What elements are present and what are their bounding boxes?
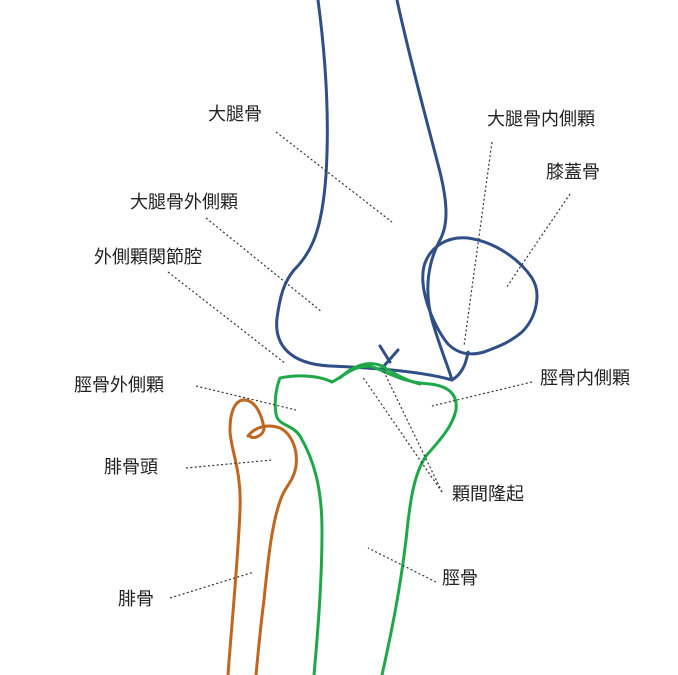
leader-lines bbox=[167, 131, 571, 599]
leader-lateral-condyle-femur bbox=[205, 217, 323, 313]
label-patella: 膝蓋骨 bbox=[546, 162, 600, 183]
label-lateral-condyle-femur: 大腿骨外側顆 bbox=[130, 192, 238, 213]
bones bbox=[226, 0, 539, 675]
label-lateral-condyle-tibia: 脛骨外側顆 bbox=[74, 375, 164, 396]
label-medial-condyle-tibia: 脛骨内側顆 bbox=[540, 368, 630, 389]
patella-outline bbox=[421, 236, 539, 356]
label-femur: 大腿骨 bbox=[208, 104, 262, 125]
leader-patella bbox=[505, 193, 571, 289]
label-fibula: 腓骨 bbox=[118, 589, 154, 610]
label-intercondylar-eminence: 顆間隆起 bbox=[452, 484, 524, 505]
label-lateral-condyle-joint-cavity: 外側顆関節腔 bbox=[94, 247, 202, 268]
leader-fibula bbox=[169, 571, 255, 599]
leader-medial-condyle-femur bbox=[463, 141, 493, 347]
femur-posterior-outline bbox=[395, 0, 454, 382]
femur-outline bbox=[275, 0, 470, 382]
tibia-articular-line bbox=[338, 362, 422, 386]
fibula-outline bbox=[226, 398, 266, 675]
leader-fibular-head bbox=[185, 459, 273, 469]
leader-medial-condyle-tibia bbox=[431, 381, 533, 407]
leader-eminence-1 bbox=[361, 375, 443, 493]
label-fibular-head: 腓骨頭 bbox=[104, 457, 158, 478]
labels: 大腿骨 大腿骨内側顆 膝蓋骨 大腿骨外側顆 外側顆関節腔 脛骨外側顆 脛骨内側顆… bbox=[74, 104, 630, 610]
label-tibia: 脛骨 bbox=[442, 568, 478, 589]
intercondylar-notch-mark bbox=[378, 344, 400, 368]
leader-tibia bbox=[367, 547, 437, 583]
tibia-outline bbox=[273, 364, 458, 675]
leader-lateral-condyle-tibia bbox=[195, 385, 297, 411]
fibula-head-outline bbox=[246, 424, 298, 675]
leader-eminence-2 bbox=[383, 371, 443, 493]
label-medial-condyle-femur: 大腿骨内側顆 bbox=[487, 109, 595, 130]
leader-femur bbox=[275, 131, 393, 223]
leader-joint-cavity bbox=[167, 271, 287, 365]
